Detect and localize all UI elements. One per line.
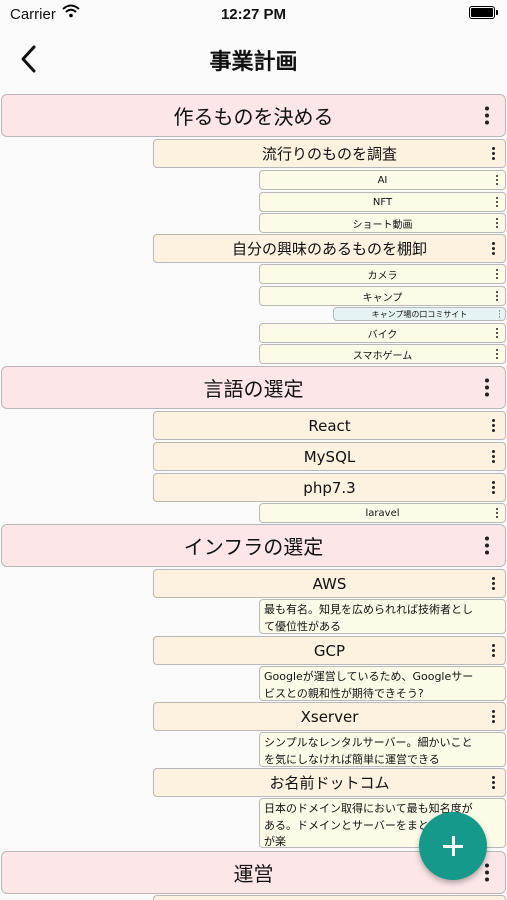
more-vertical-icon[interactable] <box>498 309 500 318</box>
tree-note[interactable]: 日本のドメイン取得において最も知名度がある。ドメインとサーバーをまとめて管理が楽 <box>259 798 506 848</box>
wifi-icon <box>62 4 80 22</box>
tree-node[interactable]: 流行りのものを調査 <box>153 139 506 168</box>
node-label: GCP <box>313 641 346 660</box>
more-vertical-icon[interactable] <box>496 290 498 302</box>
tree-node[interactable]: MySQL <box>153 442 506 471</box>
tree-node[interactable]: React <box>153 411 506 440</box>
tree-node[interactable]: AWS <box>153 569 506 598</box>
add-button[interactable] <box>419 812 487 880</box>
tree-note[interactable]: Googleが運営しているため、Googleサービスとの親和性が期待できそう? <box>259 666 506 701</box>
tree-node[interactable]: バイク <box>259 323 506 343</box>
node-label: AWS <box>312 574 347 593</box>
more-vertical-icon[interactable] <box>485 377 489 398</box>
node-label: スマホゲーム <box>352 350 413 362</box>
chevron-left-icon <box>21 45 36 73</box>
tree-node[interactable]: お名前ドットコム <box>153 768 506 797</box>
more-vertical-icon[interactable] <box>485 535 489 556</box>
carrier-label: Carrier <box>10 6 56 23</box>
more-vertical-icon[interactable] <box>492 240 495 256</box>
tree-node[interactable]: Xserver <box>153 702 506 731</box>
more-vertical-icon[interactable] <box>492 575 495 591</box>
node-label: カメラ <box>367 270 398 282</box>
more-vertical-icon[interactable] <box>496 268 498 280</box>
tree-node[interactable]: キャンプ場の口コミサイト <box>333 307 506 321</box>
tree-node[interactable]: 作るものを決める <box>1 94 506 137</box>
tree-node[interactable]: ショート動画 <box>259 213 506 233</box>
tree-note[interactable]: シンプルなレンタルサーバー。細かいことを気にしなければ簡単に運営できる <box>259 732 506 767</box>
more-vertical-icon[interactable] <box>496 196 498 208</box>
node-label: お名前ドットコム <box>269 774 390 792</box>
node-label: シンプルなレンタルサーバー。細かいことを気にしなければ簡単に運営できる <box>264 736 473 766</box>
node-label: バイク <box>367 329 398 341</box>
node-label: NFT <box>372 196 393 208</box>
tree-node[interactable]: laravel <box>259 503 506 523</box>
tree-note[interactable]: 最も有名。知見を広められれば技術者として優位性がある <box>259 599 506 634</box>
more-vertical-icon[interactable] <box>492 417 495 433</box>
tree-node[interactable]: キャンプ <box>259 286 506 306</box>
more-vertical-icon[interactable] <box>485 105 489 126</box>
node-label: Xserver <box>300 707 359 726</box>
status-time: 12:27 PM <box>220 6 287 23</box>
more-vertical-icon[interactable] <box>496 217 498 229</box>
tree-node[interactable]: インフラの選定 <box>1 524 506 567</box>
more-vertical-icon[interactable] <box>496 174 498 186</box>
node-label: 日本のドメイン取得において最も知名度がある。ドメインとサーバーをまとめて管理が楽 <box>264 802 473 848</box>
node-label: キャンプ場の口コミサイト <box>371 309 468 319</box>
tree-node[interactable]: 言語の選定 <box>1 366 506 409</box>
tree-node <box>153 895 506 900</box>
node-label: 作るものを決める <box>173 105 334 129</box>
tree-node[interactable]: GCP <box>153 636 506 665</box>
page-title: 事業計画 <box>209 50 298 75</box>
more-vertical-icon[interactable] <box>492 642 495 658</box>
node-label: laravel <box>365 507 400 519</box>
tree-node[interactable]: NFT <box>259 192 506 212</box>
more-vertical-icon[interactable] <box>492 145 495 161</box>
more-vertical-icon[interactable] <box>492 774 495 790</box>
tree-node[interactable]: php7.3 <box>153 473 506 502</box>
node-label: AI <box>377 174 388 186</box>
node-label: MySQL <box>303 447 356 466</box>
battery-icon <box>469 6 498 19</box>
node-label: 言語の選定 <box>203 377 304 401</box>
back-button[interactable] <box>14 42 44 76</box>
node-label: php7.3 <box>303 478 356 497</box>
node-label: インフラの選定 <box>183 535 324 559</box>
more-vertical-icon[interactable] <box>485 862 489 883</box>
status-bar: Carrier 12:27 PM <box>0 0 507 28</box>
node-label: ショート動画 <box>352 219 413 231</box>
node-label: 運営 <box>233 862 274 886</box>
node-label: キャンプ <box>362 292 403 304</box>
node-label: Googleが運営しているため、Googleサービスとの親和性が期待できそう? <box>264 670 474 700</box>
more-vertical-icon[interactable] <box>496 327 498 339</box>
tree-node[interactable]: カメラ <box>259 264 506 284</box>
navigation-bar: 事業計画 <box>0 28 507 90</box>
tree-node[interactable]: 自分の興味のあるものを棚卸 <box>153 234 506 263</box>
tree-node[interactable]: スマホゲーム <box>259 344 506 364</box>
more-vertical-icon[interactable] <box>492 479 495 495</box>
more-vertical-icon[interactable] <box>496 507 498 519</box>
node-label: React <box>308 416 351 435</box>
tree-node[interactable]: AI <box>259 170 506 190</box>
more-vertical-icon[interactable] <box>492 708 495 724</box>
more-vertical-icon[interactable] <box>496 348 498 360</box>
node-label: 自分の興味のあるものを棚卸 <box>231 240 427 258</box>
node-label: 最も有名。知見を広められれば技術者として優位性がある <box>264 603 473 633</box>
node-label: 流行りのものを調査 <box>261 145 397 163</box>
more-vertical-icon[interactable] <box>492 448 495 464</box>
